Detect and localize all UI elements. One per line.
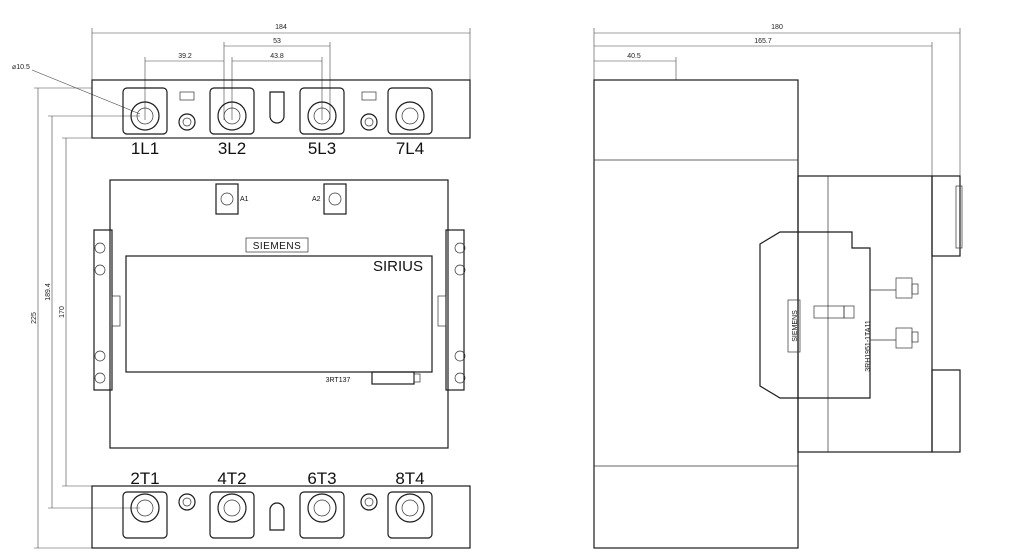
terminal-label: 2T1 xyxy=(130,469,159,488)
dim-overall-depth: 180 xyxy=(771,24,783,31)
siemens-logo: SIEMENS xyxy=(245,237,309,253)
module-code-label: 3RH1951-1TA11 xyxy=(865,320,872,372)
terminal-label: 3L2 xyxy=(218,139,246,158)
terminal-7L4 xyxy=(387,87,433,135)
terminal-label: 5L3 xyxy=(308,139,336,158)
series-label: SIRIUS xyxy=(373,258,423,275)
svg-text:SIEMENS: SIEMENS xyxy=(253,241,302,252)
terminal-label: 7L4 xyxy=(396,139,424,158)
dim-height-2: 189.4 xyxy=(45,283,52,301)
coil-terminal-a1: A1 xyxy=(215,183,249,215)
side-view: 180 165.7 40.5 SIEMENS xyxy=(593,24,963,549)
coil-terminal-a2: A2 xyxy=(312,183,347,215)
dim-pitch-3: 43.8 xyxy=(270,53,284,60)
terminal-label: 1L1 xyxy=(131,139,159,158)
side-siemens-logo: SIEMENS xyxy=(792,310,799,342)
terminal-8T4 xyxy=(387,491,433,539)
side-screws xyxy=(94,242,466,384)
terminal-4T2 xyxy=(209,491,255,539)
dim-depth-2: 165.7 xyxy=(754,38,772,45)
dim-depth-3: 40.5 xyxy=(627,53,641,60)
side-dimensions: 180 165.7 40.5 xyxy=(593,24,961,180)
model-label: 3RT137 xyxy=(326,377,351,384)
terminal-6T3 xyxy=(299,491,345,539)
terminal-2T1 xyxy=(122,491,168,539)
coil-label-a1: A1 xyxy=(240,196,249,203)
dim-overall-width: 184 xyxy=(275,24,287,31)
side-housing: SIEMENS 3RH1951-1TA11 xyxy=(593,79,963,549)
main-housing: A1 A2 SIEMENS SIRIUS 3RT137 xyxy=(93,179,466,449)
dim-height-total: 225 xyxy=(31,312,38,324)
terminal-3L2 xyxy=(209,87,255,135)
dim-pitch-1: 53 xyxy=(273,38,281,45)
terminal-5L3 xyxy=(299,87,345,135)
dim-hole-dia: ⌀10.5 xyxy=(12,64,30,71)
bottom-terminal-block: 2T1 4T2 6T3 8T4 xyxy=(91,469,471,549)
front-dimensions: 184 53 39.2 43.8 ⌀10.5 225 189.4 xyxy=(12,24,471,549)
terminal-label: 6T3 xyxy=(307,469,336,488)
coil-label-a2: A2 xyxy=(312,196,321,203)
front-view: 184 53 39.2 43.8 ⌀10.5 225 189.4 xyxy=(12,24,471,549)
dim-pitch-2: 39.2 xyxy=(178,53,192,60)
dim-height-3: 170 xyxy=(59,306,66,318)
terminal-1L1 xyxy=(122,87,168,135)
top-terminal-block: 1L1 3L2 5L3 7L4 xyxy=(91,79,471,158)
terminal-label: 4T2 xyxy=(217,469,246,488)
terminal-label: 8T4 xyxy=(395,469,424,488)
